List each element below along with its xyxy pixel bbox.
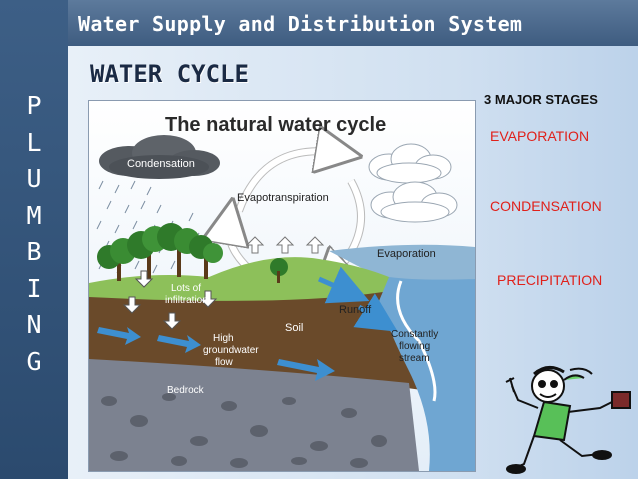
stage-condensation: CONDENSATION — [490, 198, 602, 214]
sidebar-letter: M — [26, 200, 42, 230]
label-soil: Soil — [285, 322, 303, 334]
sidebar-letter: B — [26, 237, 42, 266]
sidebar-letter: G — [26, 346, 42, 376]
label-stream: Constantly — [391, 329, 438, 340]
sidebar-letter: N — [26, 310, 42, 339]
label-runoff: Runoff — [339, 304, 372, 316]
stages-heading: 3 MAJOR STAGES — [484, 92, 598, 107]
label-infiltration: Lots of — [171, 283, 201, 294]
grassland — [89, 257, 389, 306]
sidebar-vertical-word: P L U M B I N G — [0, 88, 68, 380]
sidebar: P L U M B I N G — [0, 0, 68, 479]
diagram-title: The natural water cycle — [165, 114, 386, 136]
lake — [329, 244, 475, 282]
label-groundwater: groundwater — [203, 345, 259, 356]
stage-evaporation: EVAPORATION — [490, 128, 590, 144]
sidebar-letter: L — [26, 127, 42, 157]
forest — [97, 223, 288, 283]
label-groundwater: flow — [215, 357, 234, 368]
groundwater-arrows — [97, 266, 398, 381]
stage-precipitation: PRECIPITATION — [497, 272, 603, 288]
label-evapotranspiration: Evapotranspiration — [237, 192, 329, 204]
label-condensation: Condensation — [127, 158, 195, 170]
bedrock-layer — [89, 359, 419, 471]
label-infiltration: infiltration — [165, 295, 208, 306]
label-stream: stream — [399, 353, 430, 364]
sidebar-letter: U — [26, 164, 42, 193]
rocks — [101, 393, 387, 468]
label-evaporation: Evaporation — [377, 248, 436, 260]
label-bedrock: Bedrock — [167, 385, 205, 396]
section-title: WATER CYCLE — [90, 60, 249, 88]
white-clouds — [368, 143, 458, 223]
label-groundwater: High — [213, 333, 234, 344]
stream — [379, 277, 475, 471]
water-cycle-diagram: The natural water cycle Condensation Eva… — [88, 100, 476, 472]
sidebar-letter: P — [26, 91, 42, 120]
diagram-svg: The natural water cycle Condensation Eva… — [89, 101, 475, 471]
page-title: Water Supply and Distribution System — [78, 12, 523, 36]
plumber-cartoon-icon — [505, 366, 631, 474]
transpiration-arrows — [245, 236, 325, 254]
sidebar-letter: I — [26, 273, 42, 303]
condensation-cloud — [99, 135, 220, 179]
label-stream: flowing — [399, 341, 430, 352]
header-bar: Water Supply and Distribution System — [0, 0, 638, 46]
infiltration-arrows — [122, 270, 218, 330]
